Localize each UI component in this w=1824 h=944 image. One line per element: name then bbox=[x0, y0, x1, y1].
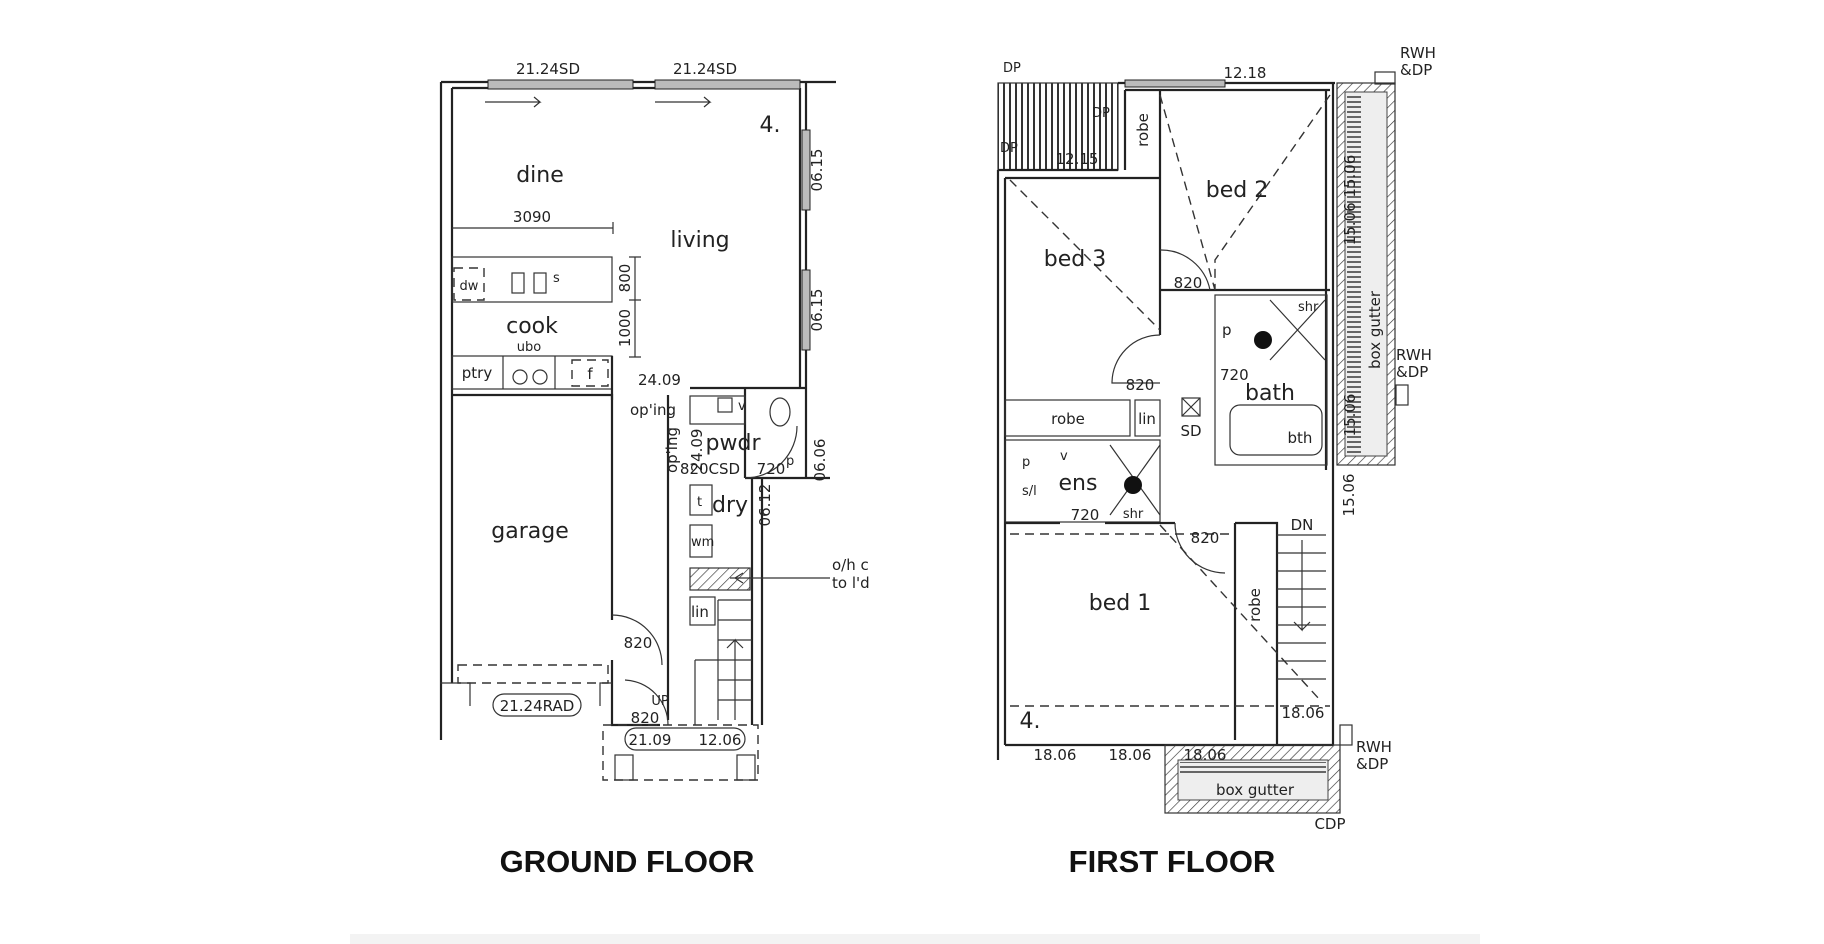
window-label: 24.09 bbox=[638, 371, 681, 389]
window-label: 12.15 bbox=[1056, 150, 1099, 168]
window-label: 18.06 bbox=[1034, 746, 1077, 764]
fixture-bathtub: bth bbox=[1288, 429, 1313, 447]
dimension-label: 3090 bbox=[513, 208, 551, 226]
room-label-living: living bbox=[670, 228, 729, 253]
room-label-bed-1: bed 1 bbox=[1089, 591, 1151, 616]
door-label: 820 bbox=[1126, 376, 1155, 394]
downpipe-label: CDP bbox=[1314, 815, 1345, 833]
room-label-pantry: ptry bbox=[462, 364, 493, 382]
note-label: o/h c bbox=[832, 556, 869, 574]
door-label: 720 bbox=[757, 460, 786, 478]
level-marker: 4. bbox=[760, 113, 781, 138]
window-label: 18.06 bbox=[1282, 704, 1325, 722]
window-label: 06.15 bbox=[808, 289, 826, 332]
downpipe-label: DP bbox=[1000, 141, 1018, 156]
bottom-strip bbox=[350, 934, 1480, 944]
stair-down-label: DN bbox=[1291, 516, 1314, 534]
room-label-powder: pwdr bbox=[706, 431, 762, 456]
room-label-linen: lin bbox=[1138, 410, 1156, 428]
room-label-linen: lin bbox=[691, 603, 709, 621]
fixture-pan: p bbox=[1222, 321, 1232, 339]
window-label: 18.06 bbox=[1184, 746, 1227, 764]
ground-floor-title: GROUND FLOOR bbox=[500, 844, 755, 879]
rwh-label: RWH bbox=[1396, 346, 1432, 364]
opening-label: op'ing bbox=[630, 401, 676, 419]
fixture-dishwasher: dw bbox=[460, 279, 479, 294]
door-label: 720 bbox=[1071, 506, 1100, 524]
window-label: 12.06 bbox=[699, 731, 742, 749]
window-label: 21.09 bbox=[629, 731, 672, 749]
window-label: 06.06 bbox=[811, 439, 829, 482]
window-label: 12.18 bbox=[1224, 64, 1267, 82]
rwh-label: RWH bbox=[1356, 738, 1392, 756]
window-label: 21.24SD bbox=[673, 60, 737, 78]
sliding-door-1 bbox=[487, 79, 634, 90]
room-label-robe: robe bbox=[1246, 588, 1264, 622]
stair-up-label: UP bbox=[651, 694, 669, 709]
ground-stairs bbox=[694, 599, 752, 725]
room-label-dry: dry bbox=[712, 493, 748, 518]
fixture-vanity: v bbox=[738, 399, 746, 414]
fixture-pan: p bbox=[1022, 455, 1030, 470]
fixture-fridge: f bbox=[587, 365, 593, 383]
fixture-shower: shr bbox=[1123, 507, 1144, 522]
fixture-tub: t bbox=[697, 495, 702, 510]
fixture-pan: p bbox=[786, 454, 794, 469]
sliding-door-2 bbox=[654, 79, 801, 90]
box-gutter-label: box gutter bbox=[1366, 290, 1384, 369]
dimension-label: 800 bbox=[616, 264, 634, 293]
fixture-oven: ubo bbox=[517, 340, 541, 355]
room-label-robe: robe bbox=[1051, 410, 1085, 428]
door-label: 820CSD bbox=[680, 460, 740, 478]
garage-door-label: 21.24RAD bbox=[500, 697, 575, 715]
room-label-bed-3: bed 3 bbox=[1044, 247, 1106, 272]
room-label-dine: dine bbox=[516, 163, 564, 188]
window-label: 15.06 bbox=[1341, 394, 1359, 437]
first-floor-stairs bbox=[1277, 534, 1326, 680]
door-label: 720 bbox=[1220, 366, 1249, 384]
room-label-cook: cook bbox=[506, 314, 558, 339]
room-label-garage: garage bbox=[491, 519, 568, 544]
fixture-washing-machine: wm bbox=[691, 535, 714, 550]
window-label: 06.15 bbox=[808, 149, 826, 192]
first-floor-plan bbox=[996, 71, 1409, 814]
fixture-sl: s/l bbox=[1022, 484, 1037, 499]
fixture-vanity: v bbox=[1060, 449, 1068, 464]
downpipe-label: DP bbox=[1092, 106, 1110, 121]
ground-floor-plan bbox=[439, 79, 836, 781]
balcony-deck bbox=[997, 82, 1119, 171]
window-label: 18.06 bbox=[1109, 746, 1152, 764]
fixture-shower: shr bbox=[1298, 300, 1319, 315]
room-label-bed-2: bed 2 bbox=[1206, 178, 1268, 203]
opening-label: op'ing bbox=[663, 427, 681, 473]
door-label: 820 bbox=[631, 709, 660, 727]
smoke-detector-label: SD bbox=[1180, 422, 1201, 440]
rwh-label: &DP bbox=[1400, 61, 1432, 79]
room-label-ensuite: ens bbox=[1059, 471, 1098, 496]
downpipe-label: DP bbox=[1003, 61, 1021, 76]
window-label: 21.24SD bbox=[516, 60, 580, 78]
window-label: 15.06 bbox=[1340, 474, 1358, 517]
room-label-robe: robe bbox=[1134, 113, 1152, 147]
window-label: 15.06 15.06 bbox=[1341, 155, 1359, 246]
fixture-sink: s bbox=[553, 271, 560, 286]
room-label-bath: bath bbox=[1245, 381, 1295, 406]
door-label: 820 bbox=[1191, 529, 1220, 547]
door-label: 820 bbox=[624, 634, 653, 652]
rwh-label: RWH bbox=[1400, 44, 1436, 62]
rwh-label: &DP bbox=[1356, 755, 1388, 773]
window-label: 06.12 bbox=[756, 484, 774, 527]
first-floor-title: FIRST FLOOR bbox=[1069, 844, 1276, 879]
note-label: to l'd bbox=[832, 574, 870, 592]
door-label: 820 bbox=[1174, 274, 1203, 292]
dimension-label: 1000 bbox=[616, 309, 634, 347]
level-marker: 4. bbox=[1020, 709, 1041, 734]
box-gutter-label: box gutter bbox=[1216, 781, 1295, 799]
rwh-label: &DP bbox=[1396, 363, 1428, 381]
window-label: 24.09 bbox=[688, 429, 706, 472]
